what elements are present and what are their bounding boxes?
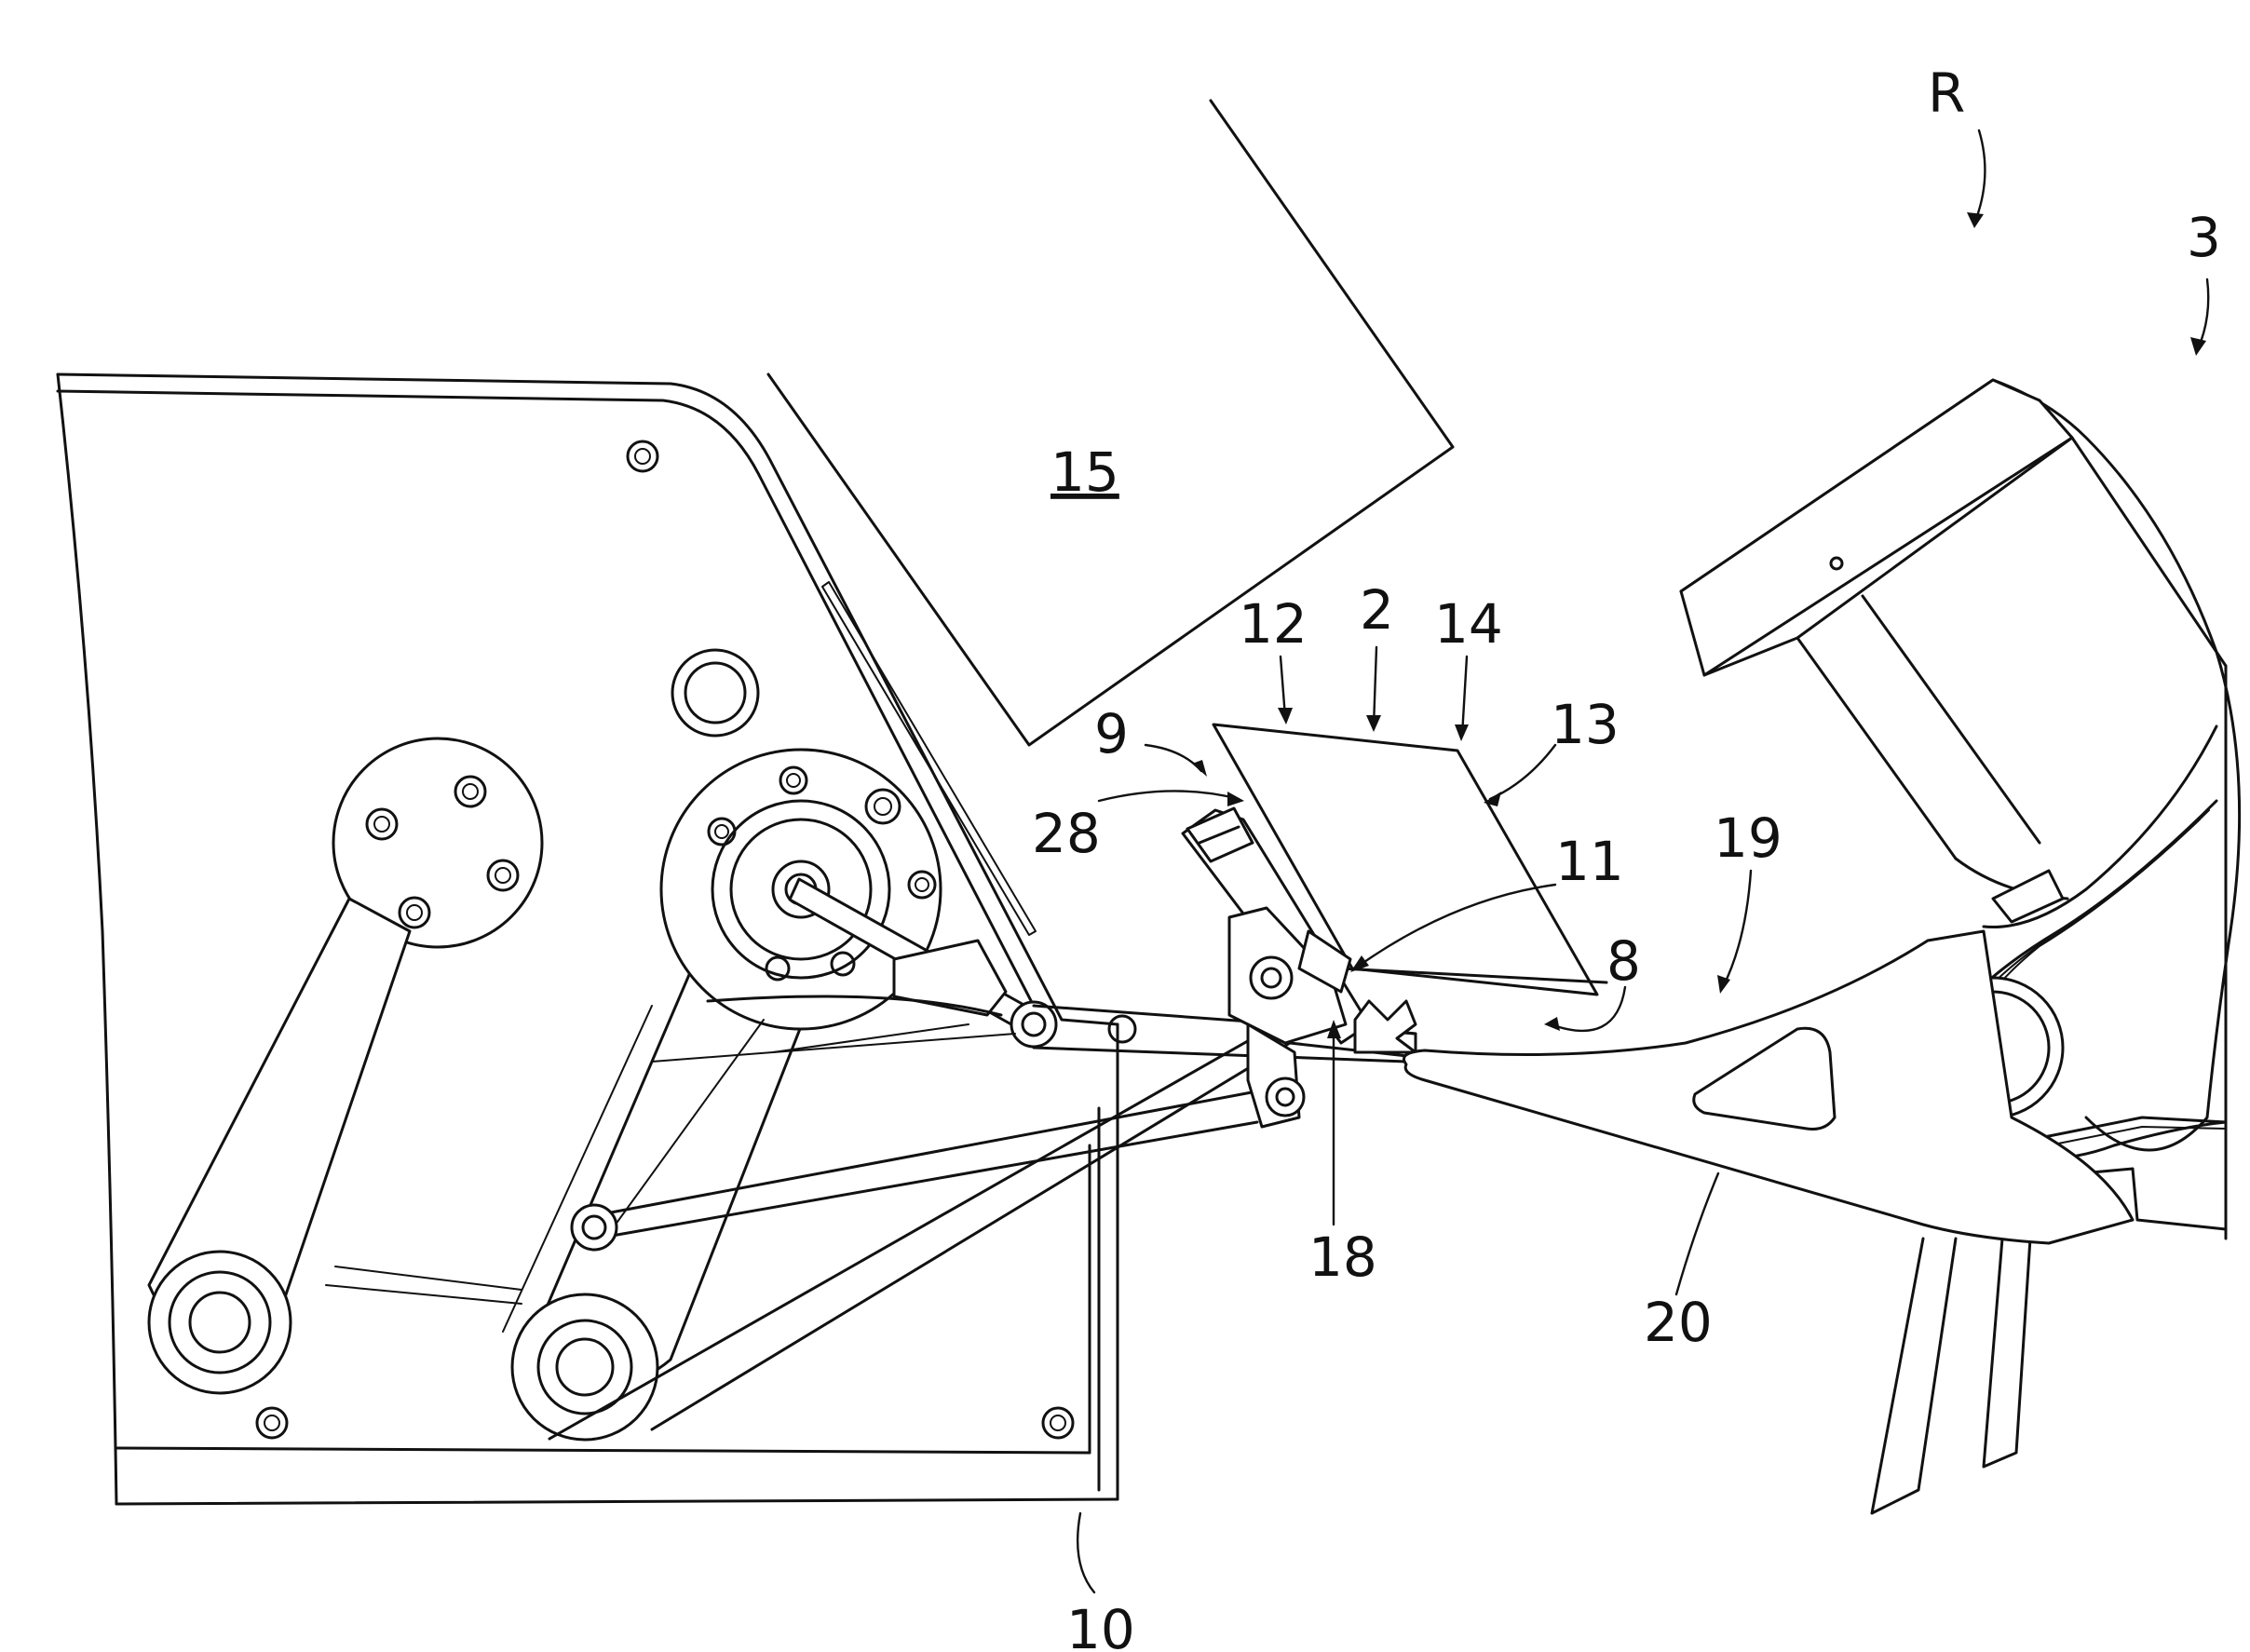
label-19: 19: [1714, 806, 1782, 870]
label-3: 3: [2187, 206, 2221, 269]
label-8: 8: [1606, 929, 1641, 993]
bin-15: [768, 101, 1453, 745]
label-14: 14: [1434, 592, 1503, 656]
label-15: 15: [1050, 440, 1119, 504]
main-crank-assembly: [503, 750, 1056, 1440]
label-r: R: [1928, 61, 1965, 125]
label-11: 11: [1555, 830, 1624, 893]
label-9: 9: [1094, 702, 1129, 765]
label-18: 18: [1308, 1225, 1377, 1289]
label-10: 10: [1066, 1598, 1135, 1652]
label-13: 13: [1551, 693, 1620, 756]
label-12: 12: [1239, 592, 1308, 656]
label-20: 20: [1644, 1291, 1713, 1354]
label-2: 2: [1360, 578, 1394, 642]
left-crank-arm: [149, 738, 542, 1393]
label-28: 28: [1032, 802, 1101, 865]
